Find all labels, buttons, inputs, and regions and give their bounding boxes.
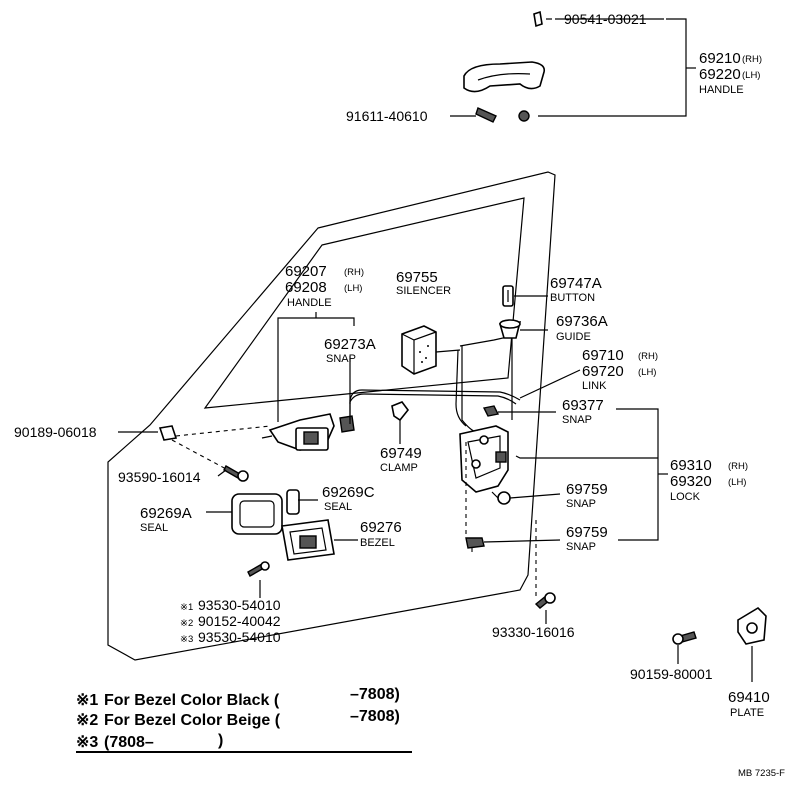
leader-lines <box>118 295 753 682</box>
seal-69269a-icon <box>231 493 283 535</box>
label-69269a: 69269A <box>140 505 192 522</box>
label-silencer: SILENCER <box>396 285 451 297</box>
screw-90159-icon <box>672 631 697 645</box>
label-69710-rh: (RH) <box>638 351 658 362</box>
label-90159: 90159-80001 <box>630 666 713 682</box>
label-69747a: 69747A <box>550 275 602 292</box>
label-69207-rh: (RH) <box>344 267 364 278</box>
label-69320: 69320 <box>670 473 712 490</box>
label-screw-3: 93530-54010 <box>198 629 281 645</box>
label-69377: 69377 <box>562 397 604 414</box>
label-69210: 69210 <box>699 50 741 67</box>
outside-handle-group <box>450 10 696 123</box>
lock-button-icon <box>502 285 514 307</box>
outside-handle-icon <box>463 61 546 93</box>
notes-block: ※1 For Bezel Color Black ( –7808) ※2 For… <box>76 686 412 753</box>
label-69736a: 69736A <box>556 313 608 330</box>
note-text-1: For Bezel Color Black ( <box>104 692 280 709</box>
screw-93590-icon <box>223 465 249 482</box>
label-93330: 93330-16016 <box>492 624 575 640</box>
clamp-icon <box>391 401 410 422</box>
label-69755: 69755 <box>396 269 438 286</box>
label-snap-69759-lower: SNAP <box>566 541 596 553</box>
label-69276: 69276 <box>360 519 402 536</box>
label-snap-69377: SNAP <box>562 414 592 426</box>
label-clamp: CLAMP <box>380 462 418 474</box>
label-69410: 69410 <box>728 689 770 706</box>
part-labels: 90541-03021 69210 (RH) 69220 (LH) HANDLE… <box>14 11 770 719</box>
label-90541: 90541-03021 <box>564 11 647 27</box>
note-mark-2: ※2 <box>76 712 98 729</box>
label-69310: 69310 <box>670 457 712 474</box>
note-code-3: ) <box>218 732 223 749</box>
snap-69273a-icon <box>339 415 355 433</box>
label-69720-lh: (LH) <box>638 367 656 378</box>
label-snap-69273a: SNAP <box>326 353 356 365</box>
label-69269c: 69269C <box>322 484 375 501</box>
screw-93530-icon <box>247 561 270 577</box>
label-91611: 91611-40610 <box>346 108 428 124</box>
snap-69759-upper-icon <box>491 491 511 505</box>
label-69273a: 69273A <box>324 336 376 353</box>
label-69759-upper: 69759 <box>566 481 608 498</box>
label-link: LINK <box>582 380 607 392</box>
label-guide: GUIDE <box>556 331 591 343</box>
striker-plate-icon <box>737 606 767 645</box>
label-bezel: BEZEL <box>360 537 395 549</box>
label-button: BUTTON <box>550 292 595 304</box>
label-69710: 69710 <box>582 347 624 364</box>
guide-icon <box>498 319 522 339</box>
note-mark-3: ※3 <box>76 734 98 751</box>
note-code-2: –7808) <box>350 708 400 725</box>
label-screw-mark-3: ※3 <box>180 634 193 645</box>
door-outline <box>107 171 556 661</box>
diagram-code: MB 7235-F <box>738 768 785 779</box>
label-handle-outer: HANDLE <box>699 84 744 96</box>
bezel-69276-icon <box>281 519 335 561</box>
note-text-3: (7808– <box>104 734 154 751</box>
label-screw-2: 90152-40042 <box>198 613 281 629</box>
nut-icon <box>518 110 530 122</box>
label-snap-69759-upper: SNAP <box>566 498 596 510</box>
label-plate: PLATE <box>730 707 764 719</box>
silencer-icon <box>401 325 437 375</box>
label-69207: 69207 <box>285 263 327 280</box>
grommet-90189-icon <box>158 425 178 441</box>
label-lock: LOCK <box>670 491 701 503</box>
label-69759-lower: 69759 <box>566 524 608 541</box>
label-69720: 69720 <box>582 363 624 380</box>
note-text-2: For Bezel Color Beige ( <box>104 712 281 729</box>
label-69320-lh: (LH) <box>728 477 746 488</box>
label-seal-c: SEAL <box>324 501 352 513</box>
label-seal-a: SEAL <box>140 522 168 534</box>
label-69749: 69749 <box>380 445 422 462</box>
label-69220-lh: (LH) <box>742 70 760 81</box>
label-69208-lh: (LH) <box>344 283 362 294</box>
bolt-91611-icon <box>475 107 497 123</box>
seal-69269c-icon <box>286 489 300 515</box>
inside-handle-assembly <box>261 312 355 451</box>
label-69310-rh: (RH) <box>728 461 748 472</box>
label-69210-rh: (RH) <box>742 54 762 65</box>
label-screw-mark-2: ※2 <box>180 618 193 629</box>
screw-90541-icon <box>533 10 543 28</box>
label-handle-inner: HANDLE <box>287 297 332 309</box>
snap-69759-lower-icon <box>465 537 485 549</box>
door-lock-icon <box>459 405 509 493</box>
label-69208: 69208 <box>285 279 327 296</box>
label-90189: 90189-06018 <box>14 424 97 440</box>
screw-93330-icon <box>534 592 556 609</box>
label-screw-1: 93530-54010 <box>198 597 281 613</box>
label-screw-mark-1: ※1 <box>180 602 193 613</box>
note-mark-1: ※1 <box>76 692 98 709</box>
note-code-1: –7808) <box>350 686 400 703</box>
label-69220: 69220 <box>699 66 741 83</box>
label-93590: 93590-16014 <box>118 469 201 485</box>
